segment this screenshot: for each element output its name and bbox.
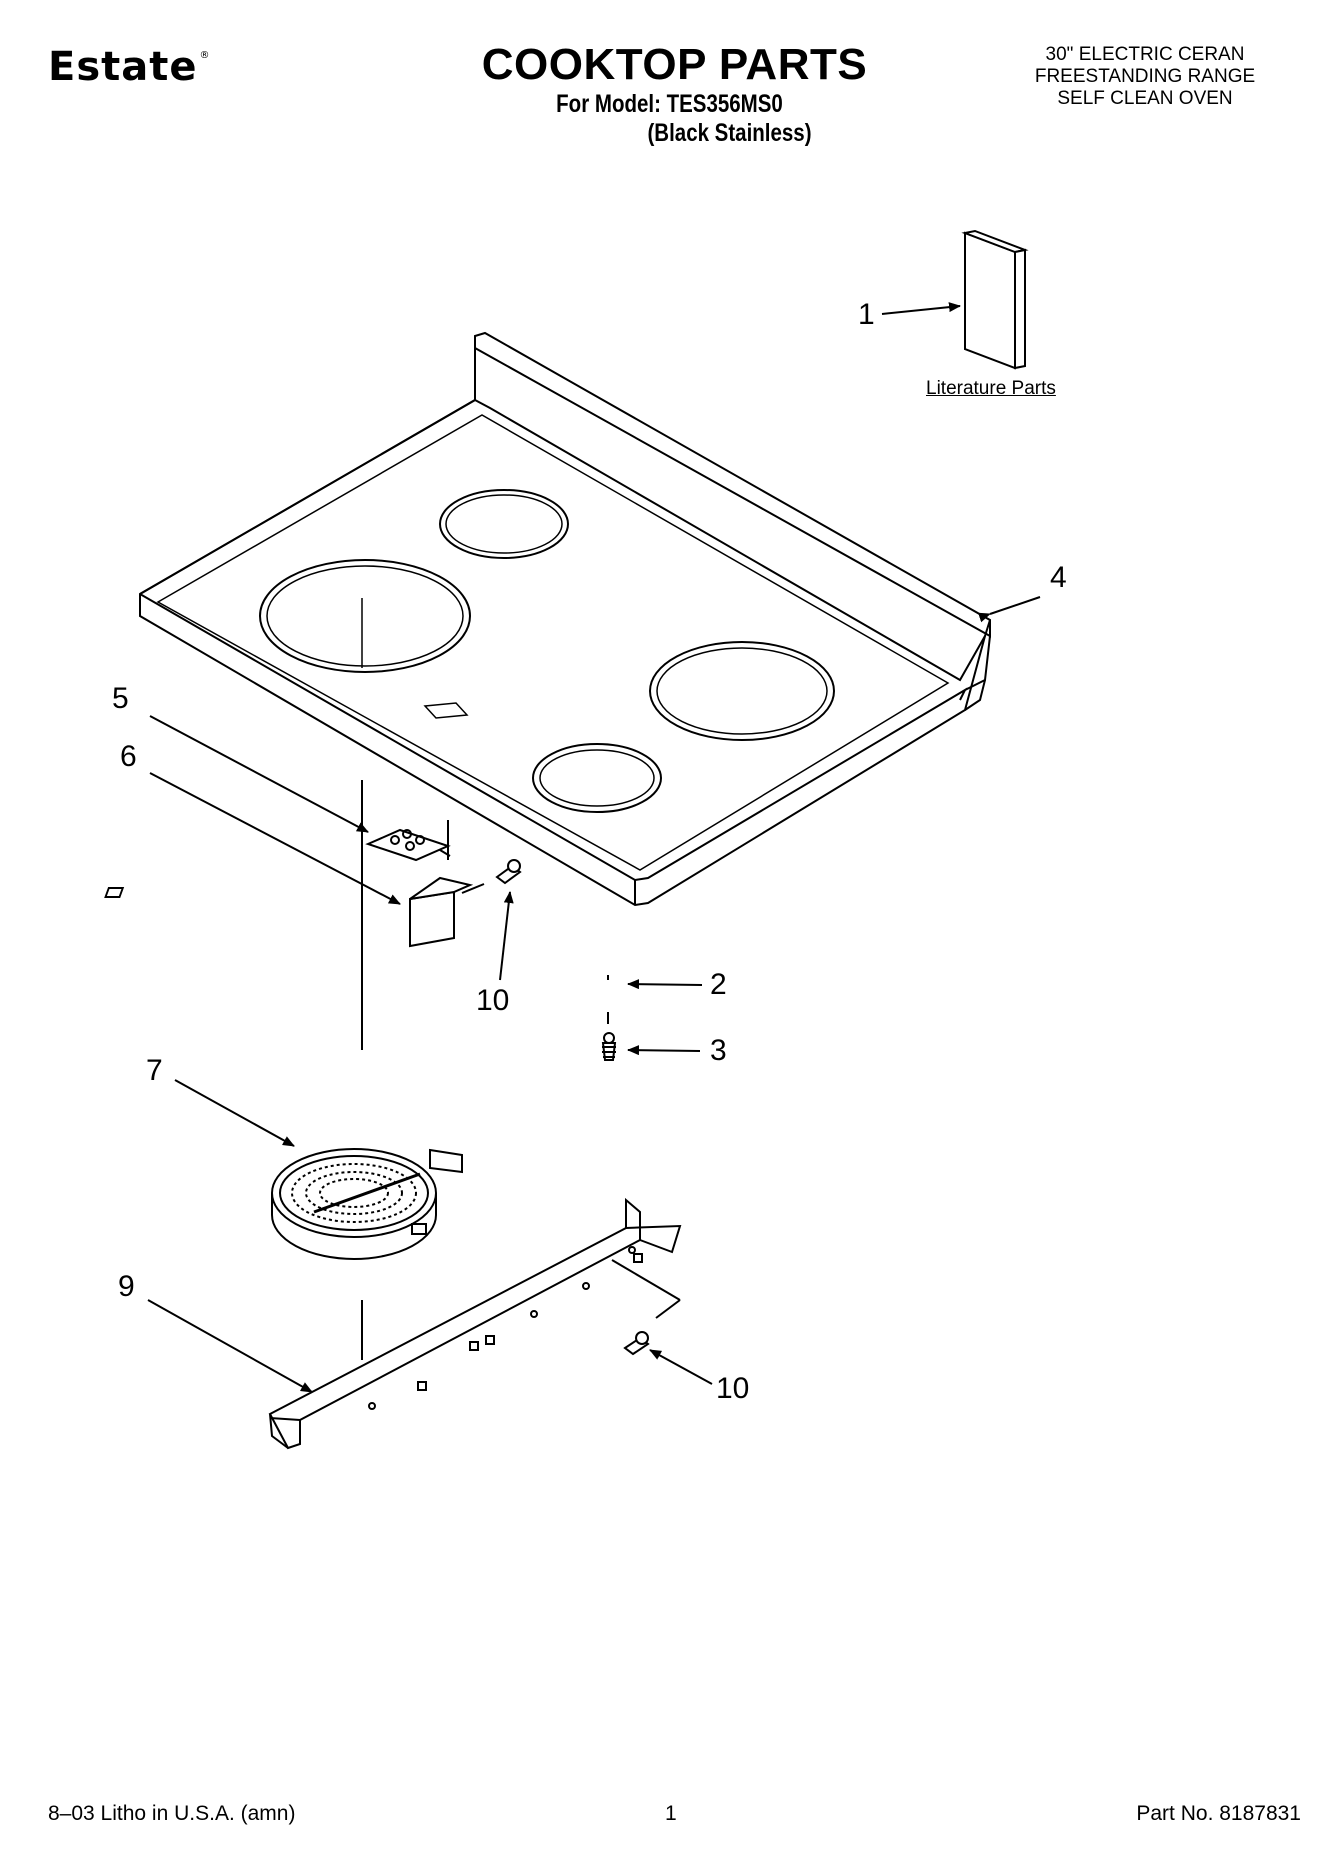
callout-5: 5 (112, 682, 129, 715)
product-description: 30" ELECTRIC CERAN FREESTANDING RANGE SE… (995, 44, 1295, 110)
print-info: 8–03 Litho in U.S.A. (amn) (48, 1802, 296, 1825)
page-title-block: COOKTOP PARTS For Model: TES356MS0 (Blac… (0, 40, 1339, 148)
screw-lower-align-1 (611, 1259, 681, 1301)
callout-2: 2 (710, 968, 727, 1001)
callout-9: 9 (118, 1270, 135, 1303)
callout-3-leader (627, 1045, 701, 1056)
cooktop-glass (139, 331, 1041, 907)
callout-4: 4 (1050, 561, 1067, 594)
screw-3 (601, 1032, 617, 1061)
callout-2-leader (627, 979, 703, 990)
radiant-element (271, 1148, 463, 1260)
brand-logo: Estate® (48, 44, 211, 90)
page-number: 1 (665, 1802, 677, 1825)
callout-10-lower: 10 (716, 1372, 750, 1405)
registered-mark: ® (199, 50, 211, 61)
callout-1-leader (881, 302, 961, 315)
callout-4-leader (977, 596, 1041, 623)
callout-10a-leader (499, 891, 514, 981)
burner-small-back (439, 489, 569, 559)
callout-5-leader (149, 715, 369, 833)
indicator-switch (365, 828, 451, 862)
element-bracket (268, 1197, 682, 1450)
screw-lower-align-2 (655, 1299, 681, 1319)
model-line: For Model: TES356MS0 (556, 90, 783, 118)
desc-line-1: 30" ELECTRIC CERAN (1045, 44, 1245, 65)
callout-6: 6 (120, 740, 137, 773)
callout-10b-leader (649, 1349, 713, 1385)
hot-surface-indicator (423, 702, 469, 719)
screw-upper-align (461, 883, 485, 894)
literature-booklet (881, 229, 1029, 370)
desc-line-2: FREESTANDING RANGE (1034, 66, 1256, 87)
part-number: Part No. 8187831 (1136, 1802, 1301, 1825)
burner-large-right (649, 641, 835, 741)
burner-large-left (259, 559, 471, 673)
screw-lower (623, 1331, 650, 1356)
callout-3: 3 (710, 1034, 727, 1067)
color-line: (Black Stainless) (647, 119, 812, 147)
literature-parts-label: Literature Parts (926, 378, 1056, 399)
callout-1: 1 (858, 298, 875, 331)
burner-small-front (532, 743, 662, 813)
callout-9-leader (147, 1299, 313, 1393)
screw-upper (495, 859, 522, 885)
callout-10-upper: 10 (476, 984, 510, 1017)
callout-7: 7 (146, 1054, 163, 1087)
switch-bracket (104, 876, 474, 948)
callout-7-leader (174, 1079, 295, 1147)
page-title: COOKTOP PARTS (481, 40, 868, 89)
callout-6-leader (149, 772, 401, 905)
desc-line-3: SELF CLEAN OVEN (1057, 88, 1233, 109)
brand-name: Estate (48, 44, 198, 90)
